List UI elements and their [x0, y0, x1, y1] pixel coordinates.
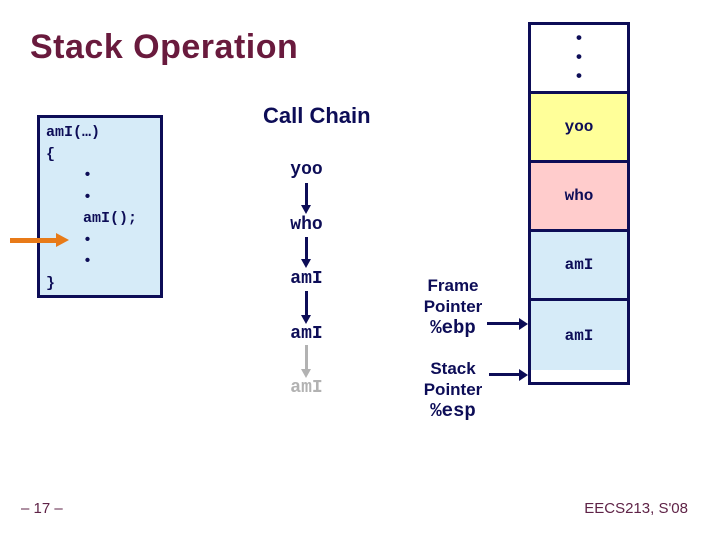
code-box: amI(…) { • • amI(); • • } — [37, 115, 163, 298]
frame-pointer-word-2: Pointer — [423, 297, 483, 316]
frame-pointer-label: Frame Pointer %ebp — [410, 275, 496, 339]
down-arrow-icon — [301, 291, 311, 324]
code-line-call: amI(); — [83, 210, 138, 227]
down-arrow-icon — [301, 183, 311, 214]
stack-cell-dots: • • • — [531, 25, 627, 94]
code-line-bullet: • — [83, 188, 93, 206]
chain-node-yoo: yoo — [290, 160, 323, 180]
vertical-dots: • • • — [573, 29, 585, 87]
page-title: Stack Operation — [30, 28, 299, 66]
code-line: amI(…) — [46, 124, 101, 141]
frame-pointer-word-1: Frame — [427, 276, 479, 295]
stack-pointer-label: Stack Pointer %esp — [410, 358, 496, 422]
stack-cell-label: amI — [564, 326, 594, 345]
stack-pointer-arrow-icon — [489, 368, 528, 381]
stack-pointer-word-2: Pointer — [423, 380, 483, 399]
code-line-bullet: • — [83, 231, 93, 249]
stack-cell-label: who — [564, 187, 594, 205]
stack-cell-amI-2: amI — [531, 301, 627, 370]
chain-node-who: who — [290, 215, 323, 235]
chain-node-amI-2: amI — [290, 324, 323, 344]
page-number: – 17 – — [21, 500, 63, 517]
code-line-bullet: • — [83, 167, 93, 184]
stack-cell-amI-1: amI — [531, 232, 627, 301]
call-chain-heading: Call Chain — [263, 103, 371, 128]
chain-node-amI-3-gray: amI — [290, 378, 323, 398]
down-arrow-gray-icon — [301, 345, 311, 378]
stack-cell-who: who — [531, 163, 627, 232]
ebp-register-label: %ebp — [430, 317, 476, 339]
stack-diagram: • • • yoo who amI amI — [528, 22, 630, 385]
arrow-shaft — [10, 238, 57, 243]
current-line-arrow-icon — [10, 233, 70, 248]
code-line-bullet: • — [83, 253, 93, 270]
stack-pointer-word-1: Stack — [430, 359, 476, 378]
code-line: } — [46, 274, 56, 292]
esp-register-label: %esp — [430, 400, 476, 422]
stack-cell-label: yoo — [564, 118, 594, 136]
stack-cell-label: amI — [564, 256, 594, 274]
chain-node-amI-1: amI — [290, 269, 323, 289]
course-label: EECS213, S'08 — [584, 500, 688, 517]
code-line: { — [46, 145, 56, 163]
stack-cell-yoo: yoo — [531, 94, 627, 163]
down-arrow-icon — [301, 237, 311, 268]
frame-pointer-arrow-icon — [487, 317, 528, 330]
arrow-head — [56, 233, 69, 247]
